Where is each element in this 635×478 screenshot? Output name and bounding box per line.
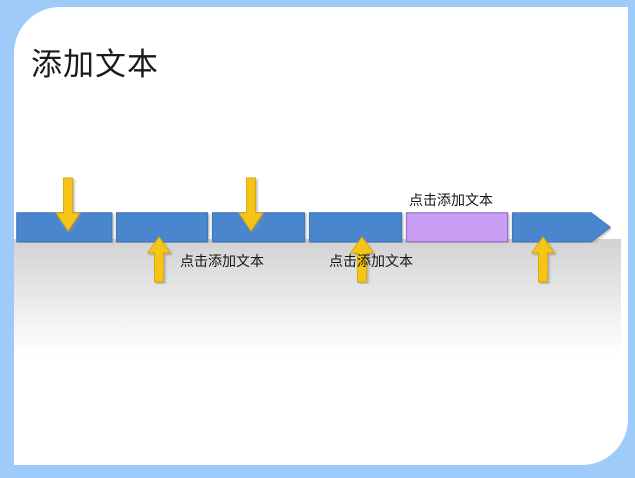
timeline-arrowhead[interactable]	[511, 212, 611, 243]
label-below-left: 点击添加文本	[180, 253, 264, 269]
process-arrow	[16, 212, 611, 243]
down-arrow-1[interactable]	[54, 177, 82, 233]
up-arrow-1[interactable]	[145, 236, 173, 284]
page-title: 添加文本	[31, 47, 159, 82]
timeline-segment-2[interactable]	[115, 212, 209, 243]
timeline-segment-5-highlighted[interactable]	[405, 212, 509, 243]
label-below-middle: 点击添加文本	[329, 253, 413, 269]
up-arrow-3[interactable]	[529, 236, 557, 284]
up-arrow-2[interactable]	[348, 236, 376, 284]
label-above-purple: 点击添加文本	[409, 192, 493, 208]
down-arrow-2[interactable]	[237, 177, 265, 233]
timeline-segment-4[interactable]	[308, 212, 403, 243]
